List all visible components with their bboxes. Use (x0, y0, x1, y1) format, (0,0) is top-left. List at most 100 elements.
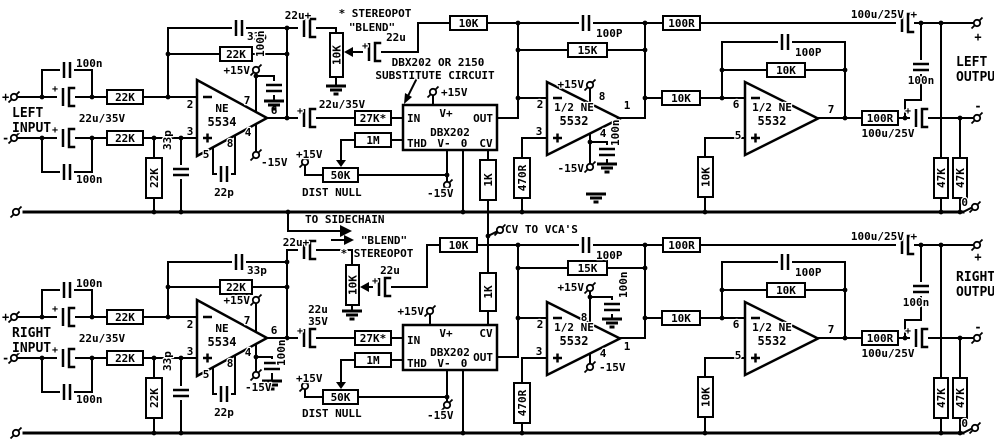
opamp-right-ne5534-label2: 5534 (208, 335, 237, 349)
junction-dot-58 (918, 242, 924, 248)
opamp-right-5532a-pin-3: 3 (536, 345, 543, 358)
pwr-m15-r-op1: -15V (245, 381, 272, 394)
pwr-p15-r-op2: +15V (558, 281, 585, 294)
ecap-l-dbxin-bracket (308, 107, 317, 129)
junction-dot-52 (642, 265, 648, 271)
r-r-470r (513, 382, 531, 424)
term-cv-to-vcas (495, 225, 505, 235)
r-l-27k (354, 110, 392, 126)
c33p-l-in: 33p (161, 130, 174, 150)
r-l-100r-top (662, 15, 701, 31)
ecap-l-out1-bracket (906, 12, 915, 34)
opamp-right-ne5534-pin-2: 2 (187, 318, 194, 331)
pwr-m15-l-op1: -15V (261, 156, 288, 169)
chip-dbx202-right-pin-THD: THD (407, 357, 427, 370)
opamp-left-5532a-pin-8: 8 (599, 90, 606, 103)
junction-dot-53 (642, 315, 648, 321)
chip-dbx202-left-pin-V-: V- (437, 137, 450, 150)
opamp-left-5532a-pin-4: 4 (600, 127, 607, 140)
pwr-m15-l-op2: -15V (558, 162, 585, 175)
ecap-r-blend1-gap (298, 239, 316, 261)
ecap-r-out2-gap (910, 327, 928, 349)
pwr-term-p15-dist-l (300, 157, 310, 167)
junction-dot-18 (719, 95, 725, 101)
junction-dot-64 (587, 294, 593, 300)
junction-dot-14 (642, 20, 648, 26)
c33p-r-fb: 33p (247, 264, 267, 277)
ecap-l-in2-bracket (67, 127, 76, 149)
cap-r-100n-out-gap (911, 282, 931, 296)
opamp-left-5532a-pin-3: 3 (536, 125, 543, 138)
c100n-r-op1: 100n (275, 340, 288, 367)
r-l-27k-label: 27K* (360, 112, 387, 125)
plus-l-wiper: + (362, 41, 368, 52)
opamp-left-ne5534-pin-7: 7 (244, 94, 251, 107)
junction-dot-60 (902, 335, 908, 341)
junction-dot-69 (702, 430, 708, 436)
c22u-r-wiper: 22u (380, 264, 400, 277)
pwr-p15-r-dist: +15V (296, 372, 323, 385)
ecap-r-dbxin-bracket (308, 327, 317, 349)
c100u-l-out2: 100u/25V (862, 127, 915, 140)
cap-l-100n-op2-gap (597, 145, 617, 159)
left-input-line1: LEFT (12, 106, 43, 121)
right-output-line1: RIGHT (956, 270, 994, 285)
r-l-1k-label: 1K (482, 173, 495, 187)
junction-dot-19 (842, 67, 848, 73)
term-input-plus-r (9, 312, 19, 322)
junction-dot-11 (515, 20, 521, 26)
junction-dot-33 (519, 209, 525, 215)
pwr-m15-r-dbx: -15V (427, 409, 454, 422)
wire-w25 (304, 165, 324, 176)
opamp-left-5532a-pin-2: 2 (537, 98, 544, 111)
opamp-left-ne5534-pin-8: 8 (227, 137, 234, 150)
ecap-r-wiper-gap (373, 276, 391, 298)
c100n-l-out: 100n (908, 74, 935, 87)
in-plus-l: + (2, 90, 9, 104)
junction-dot-59 (938, 242, 944, 248)
right-input-line1: RIGHT (12, 326, 51, 341)
plus-l-dbx: + (297, 106, 303, 117)
c33p-l-fb: 33p (247, 30, 267, 43)
pot-l-blend-10k-label: 10K (331, 45, 344, 65)
pwr-term-m15-op1-r (251, 370, 261, 380)
junction-dot-13 (515, 95, 521, 101)
chip-dbx202-right-pin-V+: V+ (439, 327, 453, 340)
lbl-distnull-l: DIST NULL (302, 186, 362, 199)
junction-dot-5 (178, 135, 184, 141)
junction-dot-2 (39, 135, 45, 141)
opamp-left-ne5534-label2: 5534 (208, 115, 237, 129)
pwr-term-p15-op2-r (585, 283, 595, 293)
chip-dbx202-left-pin-0: 0 (461, 137, 468, 150)
chip-dbx202-right-pin-IN: IN (407, 334, 420, 347)
note-stereopot-r: * STEREOPOT (341, 247, 414, 260)
term-input-plus-l (9, 92, 19, 102)
pot-r-distnull-50k-wiper-arrow (336, 382, 346, 389)
opamp-left-ne5534 (195, 77, 270, 159)
ecap-r-wiper-bracket (383, 276, 392, 298)
opamp-left-5532b-label1: 1/2 NE (752, 101, 792, 114)
pwr-term-m15-dbx-l (442, 180, 452, 190)
cap-l-100n-out-gap (911, 60, 931, 74)
junction-dot-36 (957, 209, 963, 215)
r-r-10k-mix-label: 10K (449, 239, 469, 252)
term-output-minus-r (972, 333, 982, 343)
pot-l-distnull-50k (322, 167, 359, 183)
opamp-left-ne5534-pin-3: 3 (187, 125, 194, 138)
opamp-right-ne5534 (195, 297, 270, 379)
pot-l-distnull-50k-wiper-arrow (336, 160, 346, 167)
c100p-l-fb2: 100P (596, 27, 623, 40)
out-zero-l: 0 (961, 196, 968, 209)
junction-dot-24 (957, 115, 963, 121)
c22p-r: 22p (214, 406, 234, 419)
r-r-10k-mix (439, 237, 478, 253)
junction-dot-21 (918, 20, 924, 26)
chip-dbx202-right-pin-OUT: OUT (473, 351, 493, 364)
junction-dot-70 (938, 430, 944, 436)
junction-dot-49 (515, 265, 521, 271)
plus-l-out2: + (905, 106, 911, 117)
opamp-right-5532a-pin-8: 8 (581, 311, 588, 324)
opamp-left-5532a-label1: 1/2 NE (554, 101, 594, 114)
opamp-right-ne5534-pin-7: 7 (244, 314, 251, 327)
r-l-10k-mix-label: 10K (459, 17, 479, 30)
